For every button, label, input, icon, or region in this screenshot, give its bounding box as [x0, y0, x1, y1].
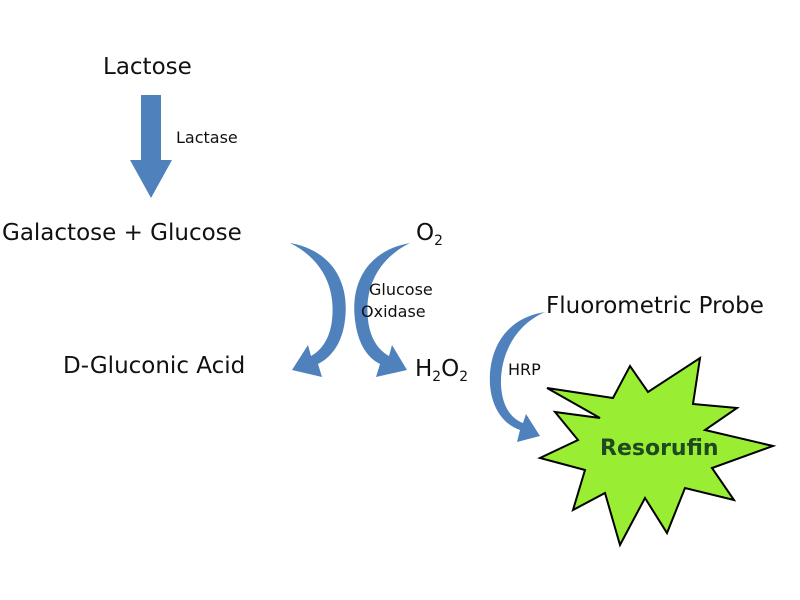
fluorometric-probe-label: Fluorometric Probe — [546, 293, 764, 319]
h2o2-label: H2O2 — [415, 356, 468, 385]
h2o2-sub2: 2 — [459, 368, 468, 385]
h2o2-h: H — [415, 356, 433, 382]
o2-subscript: 2 — [434, 232, 443, 249]
resorufin-starburst — [537, 355, 777, 548]
lactose-label: Lactose — [103, 54, 192, 80]
glucose-to-gluconic-arrow — [290, 226, 346, 377]
galactose-glucose-label: Galactose + Glucose — [2, 220, 242, 246]
d-gluconic-acid-label: D-Gluconic Acid — [63, 353, 246, 379]
probe-to-resorufin-arrow — [489, 297, 545, 442]
h2o2-sub1: 2 — [432, 368, 442, 385]
glucose-oxidase-line1: Glucose — [369, 280, 433, 299]
lactase-enzyme-label: Lactase — [176, 128, 238, 147]
resorufin-label: Resorufin — [600, 436, 719, 461]
o2-label: O2 — [416, 220, 443, 249]
h2o2-o: O — [441, 356, 460, 382]
glucose-oxidase-line2: Oxidase — [361, 302, 426, 321]
o2-base: O — [416, 220, 435, 246]
o2-to-h2o2-arrow — [354, 226, 410, 377]
hrp-enzyme-label: HRP — [508, 360, 541, 379]
lactase-arrow — [130, 95, 172, 198]
